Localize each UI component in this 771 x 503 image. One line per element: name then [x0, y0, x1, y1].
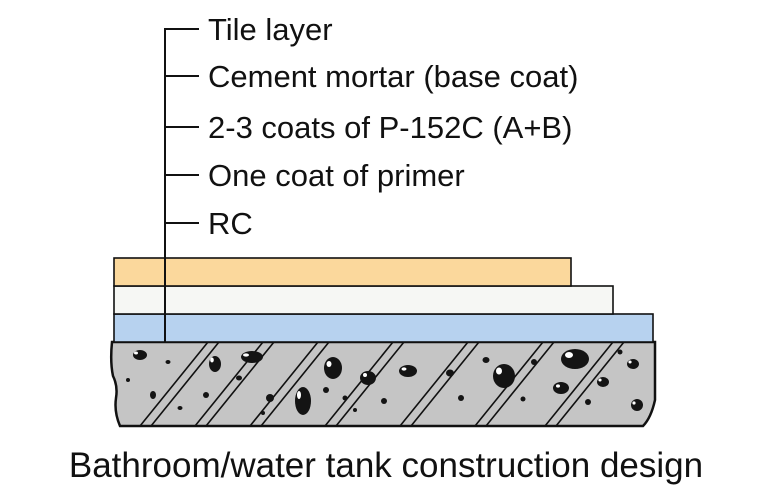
cement-mortar-layer [113, 285, 614, 315]
aggregate-highlights [134, 351, 636, 405]
rc-slab [109, 340, 657, 428]
label-primer: One coat of primer [208, 158, 465, 193]
diagram-caption: Bathroom/water tank construction design [69, 446, 703, 485]
rc-slab-body [109, 340, 657, 428]
waterproof-coat-layer [113, 313, 654, 343]
label-tile-layer: Tile layer [208, 12, 333, 47]
leader-ticks [165, 28, 199, 224]
label-waterproof-coats: 2-3 coats of P-152C (A+B) [208, 110, 572, 145]
tile-layer [113, 257, 572, 287]
label-rc: RC [208, 206, 253, 241]
label-cement-mortar: Cement mortar (base coat) [208, 59, 578, 94]
